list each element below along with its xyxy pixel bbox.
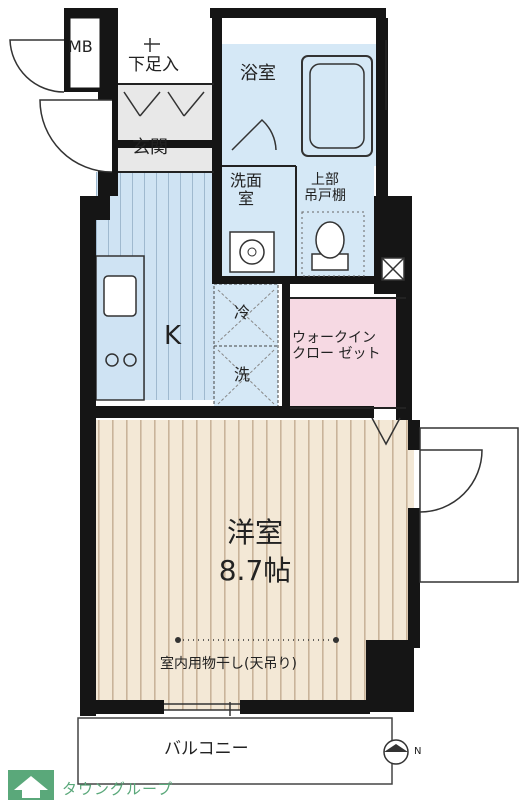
closet-door xyxy=(371,417,401,446)
entrance-door-swing xyxy=(39,99,113,173)
upper-cabinet-label: 上部 吊戸棚 xyxy=(304,172,346,204)
western-room-name: 洋室 xyxy=(226,516,283,549)
mb-label: MB xyxy=(68,37,93,56)
bathtub xyxy=(301,55,373,157)
walls xyxy=(64,8,420,716)
washbasin xyxy=(229,231,275,273)
bath-door-swing xyxy=(231,118,277,151)
thin-partitions xyxy=(118,40,406,409)
balcony-floor xyxy=(77,717,393,785)
kitchen-sink xyxy=(103,275,137,317)
compass-icon xyxy=(383,739,409,765)
upper-cabinet-label-line2: 吊戸棚 xyxy=(304,188,346,205)
fridge-washer-space xyxy=(213,283,279,411)
drying-rail-label: 室内用物干し(天吊り) xyxy=(160,656,297,672)
stove-burners xyxy=(105,353,137,367)
window-door-swing xyxy=(419,449,483,513)
shoe-storage-label: 下足入 xyxy=(128,55,179,75)
balcony-window xyxy=(164,702,240,716)
kitchen-label: K xyxy=(164,321,182,351)
entry-marks xyxy=(144,38,160,52)
upper-cabinet-label-line1: 上部 xyxy=(311,172,339,188)
fridge-label: 冷 xyxy=(234,303,251,322)
walk-in-closet-line2: クロー ゼット xyxy=(292,346,381,363)
western-room-size: 8.7帖 xyxy=(218,553,292,587)
toilet-bowl xyxy=(315,221,345,259)
mb-door-swing xyxy=(9,39,65,93)
walk-in-closet-line1: ウォークイン xyxy=(292,330,376,346)
walk-in-closet-label: ウォークイン クロー ゼット xyxy=(292,330,380,362)
shoe-storage-floor xyxy=(118,46,214,84)
washroom-label: 洗面 室 xyxy=(230,171,263,209)
exterior-rail xyxy=(419,427,519,583)
walk-in-closet-floor xyxy=(290,298,406,408)
western-room-label: 洋室 8.7帖 xyxy=(200,514,310,590)
house-logo-icon xyxy=(8,770,54,800)
western-room-floor xyxy=(96,420,414,710)
washer-label: 洗 xyxy=(234,365,251,384)
washroom-label-line1: 洗面 xyxy=(230,171,263,190)
brand-name: タウングループ xyxy=(62,780,174,798)
compass-north-label: N xyxy=(414,746,422,757)
shoe-storage-doors xyxy=(123,91,205,117)
bath-label: 浴室 xyxy=(240,63,276,84)
washroom-label-line2: 室 xyxy=(238,189,255,209)
entrance-label: 玄関 xyxy=(132,137,168,158)
balcony-label: バルコニー xyxy=(164,739,249,759)
